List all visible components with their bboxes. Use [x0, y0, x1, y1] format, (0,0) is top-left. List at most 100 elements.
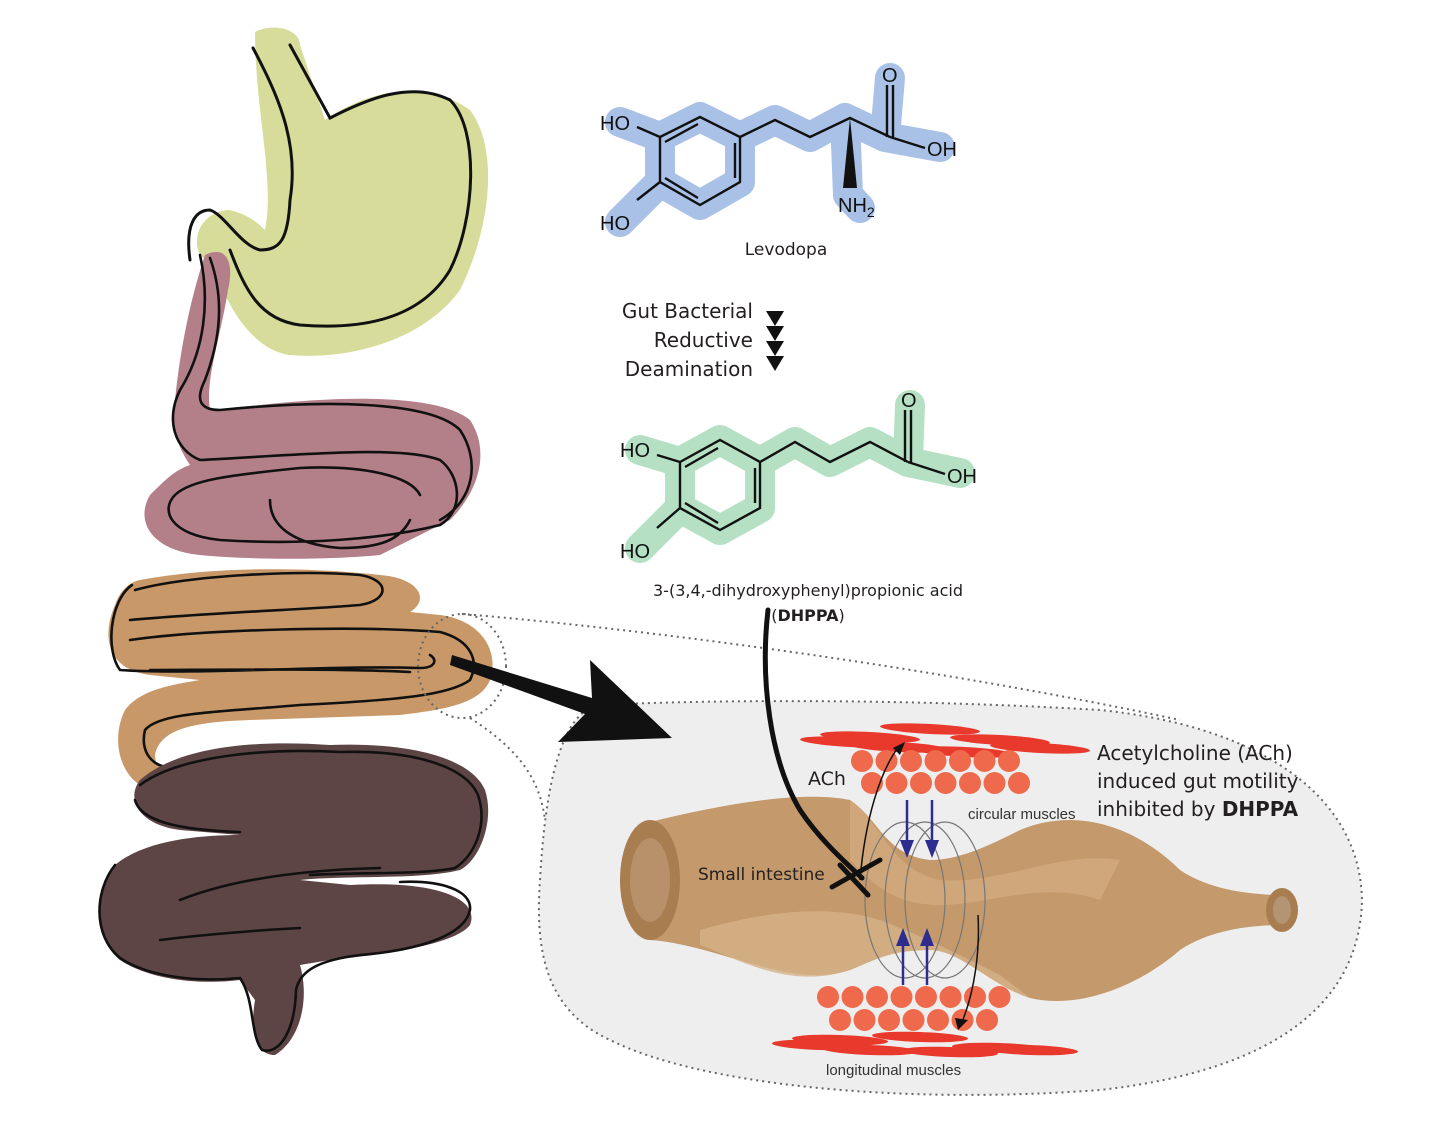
- circular-muscle-cell: [890, 986, 913, 1008]
- circular-muscle-cell: [915, 986, 937, 1008]
- levodopa-nh2: NH2: [838, 195, 875, 220]
- caption-line-3-prefix: inhibited by: [1097, 797, 1222, 821]
- pathway-line-1: Gut Bacterial: [622, 299, 753, 323]
- ach-arrowhead-up-1: [896, 928, 910, 946]
- zoom-arrow: [450, 655, 672, 742]
- longitudinal-fiber: [902, 1046, 998, 1058]
- pathway-line-3: Deamination: [625, 357, 753, 381]
- ach-arrowhead-down-2: [925, 840, 939, 858]
- dhppa-ho-bottom: HO: [620, 541, 650, 563]
- levodopa-label: Levodopa: [745, 240, 828, 260]
- levodopa-oh: OH: [927, 139, 957, 161]
- colon: [98, 743, 489, 1055]
- nh2-main: NH: [838, 195, 867, 217]
- dhppa-structure: HO HO O OH 3-(3,4,-dihydroxyphenyl)propi…: [620, 390, 977, 625]
- circular-muscle-cell: [976, 1009, 998, 1031]
- dhppa-oh: OH: [947, 466, 977, 488]
- circular-muscle-cell: [959, 772, 981, 794]
- circular-muscles: [800, 723, 1090, 794]
- longitudinal-fiber: [880, 723, 980, 735]
- pathway-line-2: Reductive: [654, 328, 753, 352]
- dhppa-abbrev-bold: DHPPA: [777, 606, 839, 625]
- circular-muscle-cell: [841, 986, 864, 1008]
- dhppa-inhibition-curve: [762, 607, 865, 881]
- ach-arrows: [896, 800, 939, 985]
- small-intestine-lower: [108, 569, 493, 790]
- small-intestine-label: Small intestine: [698, 865, 825, 885]
- circular-muscle-cell: [878, 1009, 900, 1031]
- tube-left-opening-inner: [630, 838, 670, 922]
- ach-signal-arrowhead-bottom: [955, 1018, 968, 1030]
- circular-muscle-cell: [885, 772, 908, 794]
- circular-muscle-cell: [983, 772, 1006, 794]
- gi-tract: [98, 27, 493, 1055]
- pathway-arrow-icon: [766, 311, 784, 326]
- circular-muscle-cell: [902, 1009, 925, 1031]
- nh2-wedge-bond: [843, 118, 857, 188]
- levodopa-ho-top: HO: [600, 113, 630, 135]
- constriction-rings: [864, 821, 986, 979]
- circular-muscle-cell: [910, 772, 932, 794]
- ach-signal-path-top: [859, 744, 901, 881]
- pathway-arrow-icon: [766, 326, 784, 341]
- dhppa-abbrev-open: (: [771, 606, 777, 625]
- pathway-arrow-icon: [766, 341, 784, 356]
- levodopa-o: O: [882, 65, 898, 87]
- circular-muscle-cell: [949, 750, 971, 772]
- dhppa-o: O: [901, 390, 917, 412]
- intestine-detail: [620, 796, 1298, 1002]
- caption-line-3: inhibited by DHPPA: [1097, 797, 1299, 821]
- ileum-fill: [108, 569, 493, 790]
- levodopa-structure: HO HO O OH NH2 Levodopa: [600, 63, 957, 260]
- longitudinal-muscles: [772, 986, 1078, 1058]
- circular-muscle-cell: [998, 750, 1020, 772]
- levodopa-ho-bottom: HO: [600, 213, 630, 235]
- levodopa-bonds: [636, 85, 926, 207]
- pathway-arrow-icon: [766, 356, 784, 371]
- longitudinal-muscles-label: longitudinal muscles: [826, 1062, 961, 1079]
- longitudinal-fiber: [990, 742, 1090, 754]
- circular-muscle-cell: [973, 750, 996, 772]
- ach-label: ACh: [808, 768, 846, 790]
- dhppa-full-name: 3-(3,4,-dihydroxyphenyl)propionic acid: [653, 581, 963, 600]
- circular-muscle-cell: [924, 750, 947, 772]
- caption-line-2: induced gut motility: [1097, 769, 1299, 793]
- ach-signal-arrowhead-top: [893, 742, 905, 755]
- stomach-fill: [196, 27, 489, 356]
- circular-muscle-cell: [866, 986, 888, 1008]
- longitudinal-fiber: [772, 1039, 868, 1051]
- colon-fill: [98, 743, 489, 1055]
- pathway-step: Gut Bacterial Reductive Deamination: [622, 299, 784, 381]
- circular-muscle-cell: [851, 750, 873, 772]
- longitudinal-fiber: [982, 1044, 1078, 1056]
- circular-muscle-cell: [829, 1009, 851, 1031]
- tube-lighter-band-bottom: [700, 911, 1030, 998]
- stomach: [187, 27, 489, 356]
- stomach-outline: [187, 43, 473, 328]
- dhppa-abbrev-close: ): [839, 606, 845, 625]
- ileum-outline: [110, 571, 476, 770]
- dhppa-abbrev: (DHPPA): [771, 606, 845, 625]
- caption-line-3-bold: DHPPA: [1222, 797, 1299, 821]
- circular-muscle-cell: [934, 772, 957, 794]
- ach-arrowhead-up-2: [920, 928, 934, 946]
- circular-muscle-cell: [964, 986, 986, 1008]
- caption-line-1: Acetylcholine (ACh): [1097, 741, 1293, 765]
- caption: Acetylcholine (ACh) induced gut motility…: [1097, 741, 1299, 821]
- ach-arrowhead-down-1: [900, 840, 914, 858]
- pathway-arrows: [766, 311, 784, 371]
- zoom-source-circle: [417, 613, 507, 719]
- circular-muscle-cell: [900, 750, 922, 772]
- small-intestine-upper: [144, 251, 481, 559]
- circular-muscle-cell: [939, 986, 962, 1008]
- circular-muscle-cell: [988, 986, 1011, 1008]
- tube-lighter-band: [850, 800, 1120, 905]
- circular-muscle-cell: [853, 1009, 876, 1031]
- longitudinal-fiber: [800, 736, 900, 748]
- duodenum-outline: [167, 253, 473, 550]
- circular-muscle-cell: [1008, 772, 1030, 794]
- zoom-guide-bottom: [469, 717, 546, 821]
- dhppa-ho-top: HO: [620, 440, 650, 462]
- circular-muscles-label: circular muscles: [968, 806, 1076, 823]
